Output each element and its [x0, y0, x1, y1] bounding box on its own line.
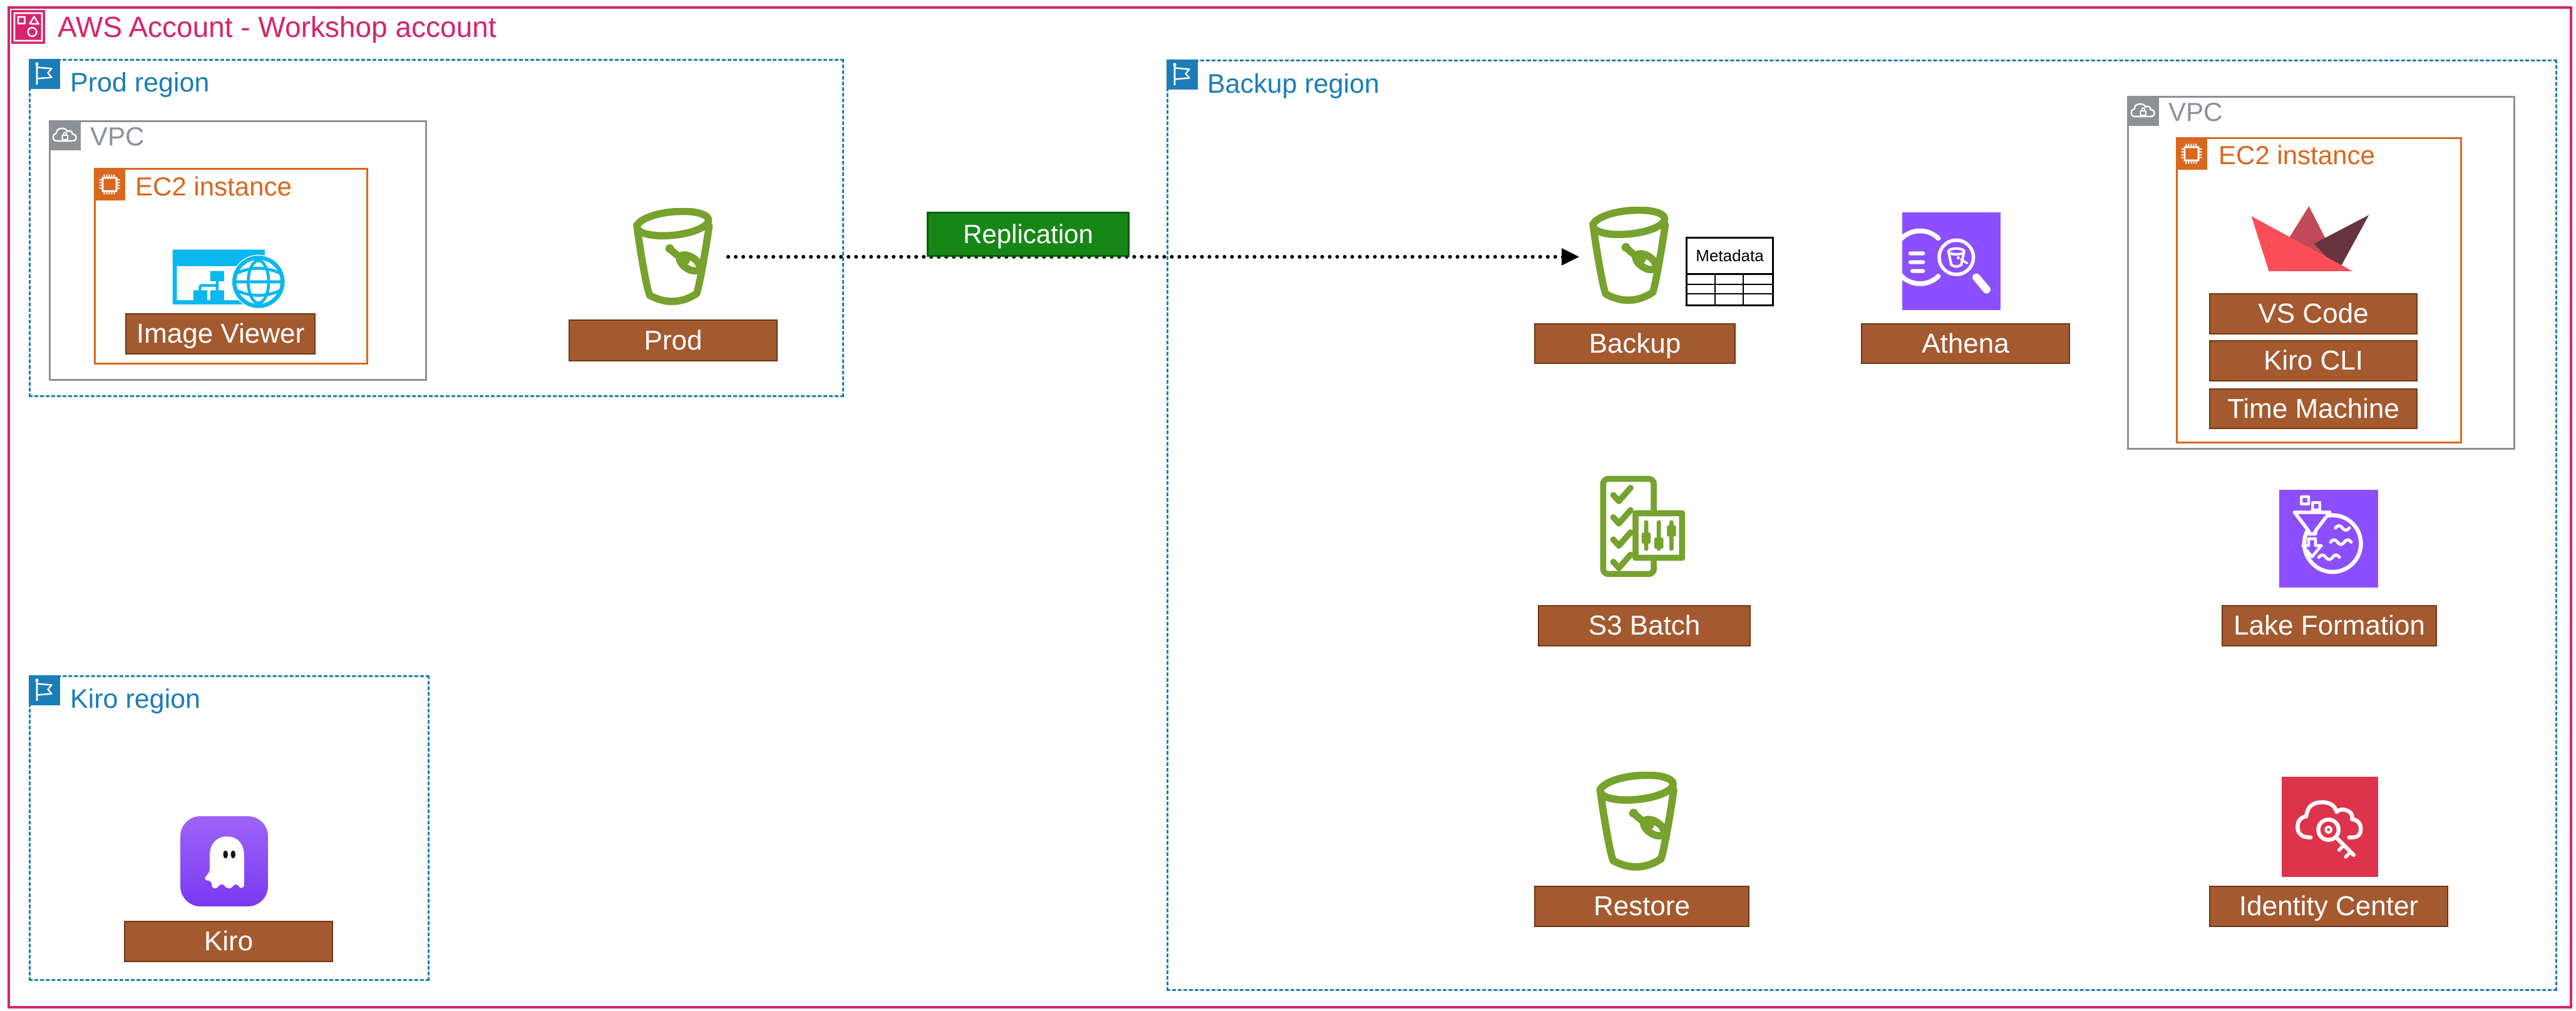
backup-bucket-label: Backup: [1534, 323, 1736, 364]
aws-account-group: [8, 6, 2572, 1008]
image-viewer-label: Image Viewer: [125, 313, 316, 355]
s3-batch-label: S3 Batch: [1538, 605, 1751, 646]
backup-ec2-title: EC2 instance: [2218, 140, 2375, 170]
prod-ec2-title: EC2 instance: [135, 172, 292, 201]
s3-batch-icon: [1600, 475, 1686, 578]
athena-label: Athena: [1861, 323, 2070, 364]
kiro-cli-label: Kiro CLI: [2209, 340, 2418, 381]
identity-center-icon: [2282, 777, 2378, 877]
restore-bucket-label: Restore: [1534, 886, 1749, 927]
prod-region-title: Prod region: [70, 68, 210, 98]
arrowhead-icon: [1562, 248, 1579, 266]
backup-vpc-group: [2127, 96, 2515, 450]
lake-formation-label: Lake Formation: [2222, 605, 2437, 646]
prod-vpc-group: [49, 120, 427, 381]
metadata-table-grid: [1687, 275, 1772, 304]
kiro-region-group: [29, 675, 430, 981]
kiro-logo-icon: [2251, 206, 2369, 271]
replication-arrow: [726, 255, 1565, 259]
region-flag-icon: [29, 675, 60, 705]
identity-center-label: Identity Center: [2209, 886, 2448, 927]
kiro-region-title: Kiro region: [70, 684, 200, 714]
prod-bucket-label: Prod: [569, 319, 778, 361]
athena-icon: [1902, 212, 2001, 310]
s3-bucket-icon: [633, 208, 713, 306]
backup-region-title: Backup region: [1207, 69, 1379, 99]
s3-bucket-icon: [1596, 772, 1677, 871]
prod-ec2-group: [94, 168, 368, 365]
backup-ec2-group: [2176, 137, 2462, 443]
time-machine-label: Time Machine: [2209, 388, 2418, 429]
s3-bucket-icon: [1589, 207, 1669, 304]
ec2-chip-icon: [2176, 137, 2207, 170]
region-flag-icon: [1167, 60, 1198, 90]
backup-vpc-title: VPC: [2168, 97, 2223, 127]
kiro-app-icon: [180, 816, 268, 906]
kiro-app-label: Kiro: [124, 921, 333, 962]
vpc-cloud-icon: [2127, 96, 2159, 126]
image-viewer-icon: [172, 249, 286, 309]
account-title: AWS Account - Workshop account: [58, 11, 497, 43]
prod-vpc-title: VPC: [90, 122, 145, 151]
aws-account-icon: [11, 10, 45, 44]
replication-label: Replication: [927, 212, 1130, 257]
vs-code-label: VS Code: [2209, 293, 2418, 334]
ec2-chip-icon: [94, 168, 125, 200]
backup-region-group: [1167, 60, 2557, 991]
vpc-cloud-icon: [49, 120, 81, 150]
prod-region-group: [29, 59, 844, 397]
region-flag-icon: [29, 59, 60, 89]
lake-formation-icon: [2279, 490, 2378, 588]
metadata-table: Metadata: [1686, 237, 1774, 306]
metadata-table-title: Metadata: [1687, 239, 1772, 275]
